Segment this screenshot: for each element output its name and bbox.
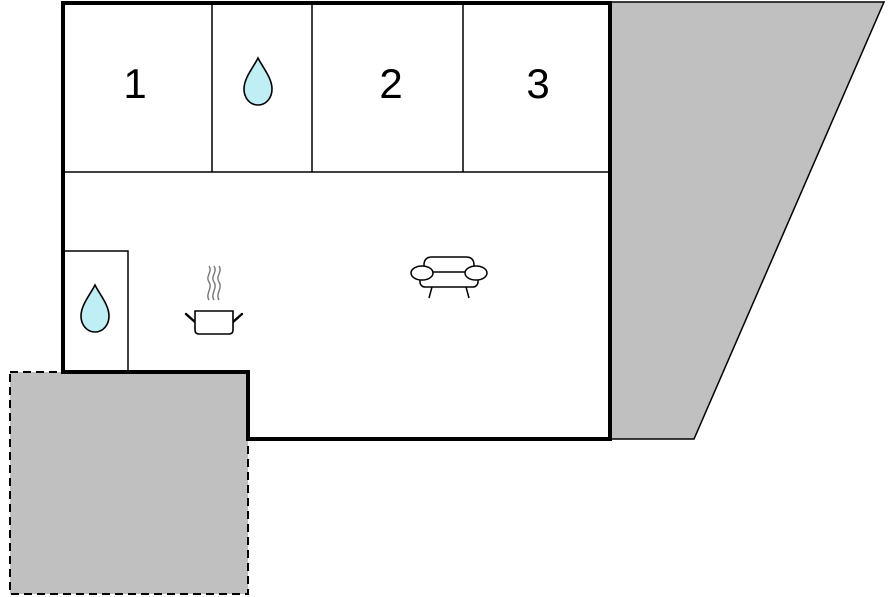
room-1-label: 1 xyxy=(123,60,146,107)
terrace-bottom-left xyxy=(9,371,249,595)
water-drop-icon xyxy=(80,283,110,333)
room-3-label: 3 xyxy=(526,60,549,107)
water-drop-icon xyxy=(243,56,273,106)
room-2-label: 2 xyxy=(379,60,402,107)
sofa-icon xyxy=(410,256,488,299)
interior-walls xyxy=(63,3,610,372)
terrace-right xyxy=(609,1,886,440)
wall-side-bathroom xyxy=(63,250,129,372)
cooking-pot-icon xyxy=(184,265,244,335)
